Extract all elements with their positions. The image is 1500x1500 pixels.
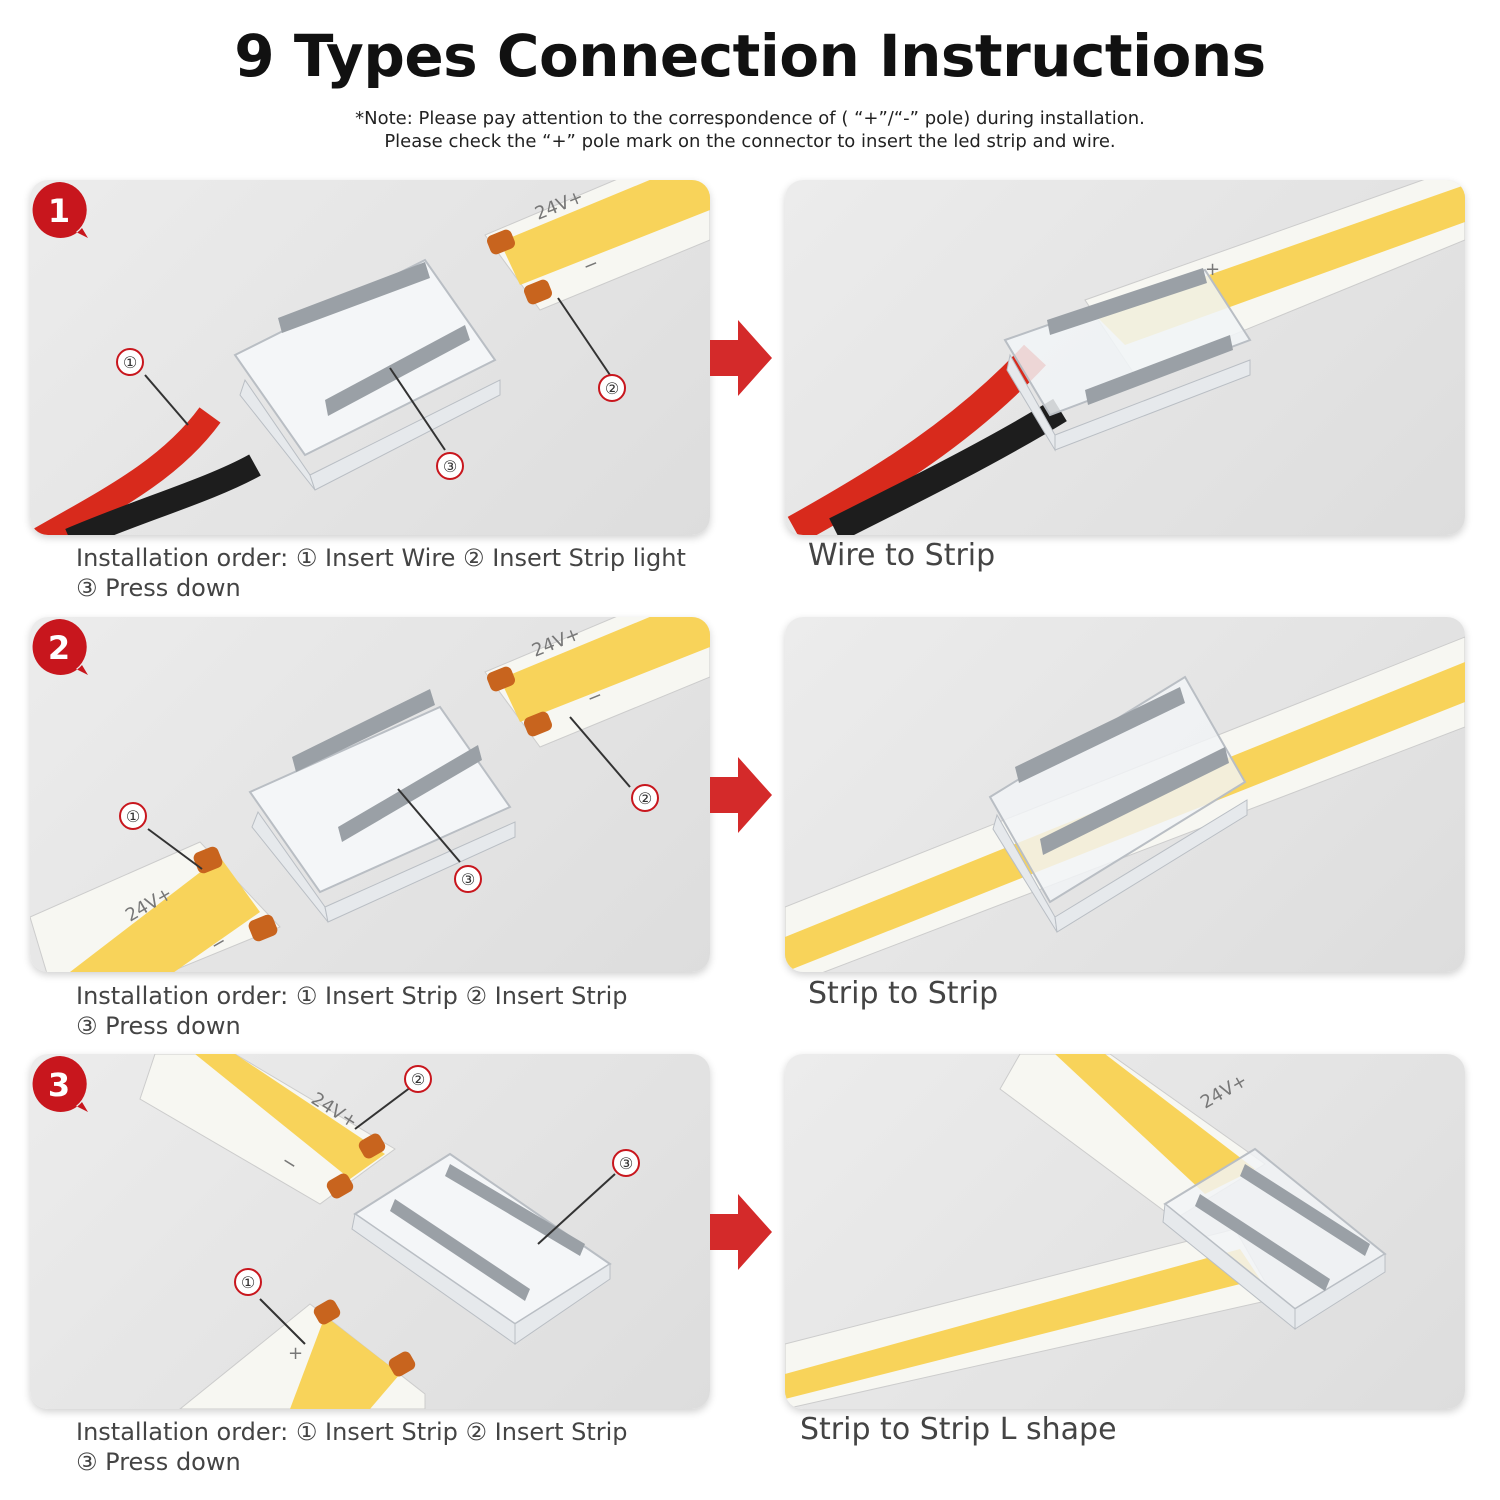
copper-pad — [487, 229, 515, 255]
row2-result-panel — [785, 617, 1465, 972]
step-arrow-icon — [710, 318, 774, 398]
order-line-2: ③ Press down — [76, 1012, 241, 1040]
row1-installation-order: Installation order: ① Insert Wire ② Inse… — [76, 543, 716, 603]
row1-caption: Wire to Strip — [808, 538, 996, 573]
callout-2: ② — [638, 789, 652, 808]
connector — [233, 258, 501, 491]
led-strip: + — [179, 1299, 426, 1409]
copper-pad — [524, 711, 552, 737]
row3-instruction-panel: 24V+ − + ② ③ ① 3 — [30, 1054, 710, 1409]
minus-mark: − — [584, 685, 606, 710]
order-line-2: ③ Press down — [76, 1448, 241, 1476]
led-strip: 24V+ − — [30, 841, 281, 972]
step-badge-icon: 2 — [32, 619, 88, 675]
callout-1: ① — [123, 353, 137, 372]
led-strip: 24V+ − — [139, 1054, 396, 1205]
row1-result-panel: + — [785, 180, 1465, 535]
svg-text:1: 1 — [48, 192, 70, 230]
note-line-2: Please check the “+” pole mark on the co… — [384, 131, 1116, 152]
callout-3: ③ — [443, 457, 457, 476]
copper-pad — [193, 846, 223, 874]
power-wire — [33, 407, 261, 535]
copper-pad — [358, 1133, 386, 1159]
copper-pad — [313, 1299, 341, 1325]
row1-instruction-panel: 24V+ − ① ② ③ 1 — [30, 180, 710, 535]
callout-3: ③ — [461, 870, 475, 889]
order-line-1: Installation order: ① Insert Strip ② Ins… — [76, 982, 628, 1010]
row3-installation-order: Installation order: ① Insert Strip ② Ins… — [76, 1417, 716, 1477]
copper-pad — [524, 279, 552, 305]
row2-instruction-panel: 24V+ − 24V+ − ① ② ③ 2 — [30, 617, 710, 972]
row3-result-panel: 24V+ — [785, 1054, 1465, 1409]
order-line-2: ③ Press down — [76, 574, 241, 602]
led-strip: 24V+ − — [484, 617, 710, 748]
connector — [1003, 268, 1252, 452]
callout-1: ① — [126, 807, 140, 826]
strip-voltage-mark: 24V+ — [1197, 1070, 1251, 1113]
copper-pad — [326, 1173, 354, 1199]
order-line-1: Installation order: ① Insert Wire ② Inse… — [76, 544, 686, 572]
row2-caption: Strip to Strip — [808, 976, 999, 1011]
page-title: 9 Types Connection Instructions — [234, 22, 1266, 90]
step-arrow-icon — [710, 755, 774, 835]
step-badge-icon: 3 — [32, 1056, 88, 1112]
step-badge-icon: 1 — [32, 182, 88, 238]
step-arrow-icon — [710, 1192, 774, 1272]
svg-text:3: 3 — [48, 1066, 70, 1104]
minus-mark: − — [580, 253, 602, 278]
connector — [248, 689, 516, 923]
callout-2: ② — [411, 1070, 425, 1089]
power-wire — [787, 344, 1067, 535]
note-line-1: *Note: Please pay attention to the corre… — [355, 108, 1145, 129]
row3-caption: Strip to Strip L shape — [800, 1412, 1117, 1447]
connector — [988, 675, 1248, 933]
copper-pad — [248, 914, 278, 942]
order-line-1: Installation order: ① Insert Strip ② Ins… — [76, 1418, 628, 1446]
connector — [1162, 1147, 1387, 1331]
row2-installation-order: Installation order: ① Insert Strip ② Ins… — [76, 981, 716, 1041]
callout-1: ① — [241, 1273, 255, 1292]
plus-mark: + — [288, 1343, 303, 1364]
copper-pad — [388, 1351, 416, 1377]
led-strip: 24V+ − — [484, 180, 710, 311]
connector — [351, 1152, 612, 1345]
callout-3: ③ — [619, 1154, 633, 1173]
led-strip — [785, 1228, 1276, 1409]
copper-pad — [487, 666, 515, 692]
callout-2: ② — [605, 379, 619, 398]
svg-text:2: 2 — [48, 629, 70, 667]
